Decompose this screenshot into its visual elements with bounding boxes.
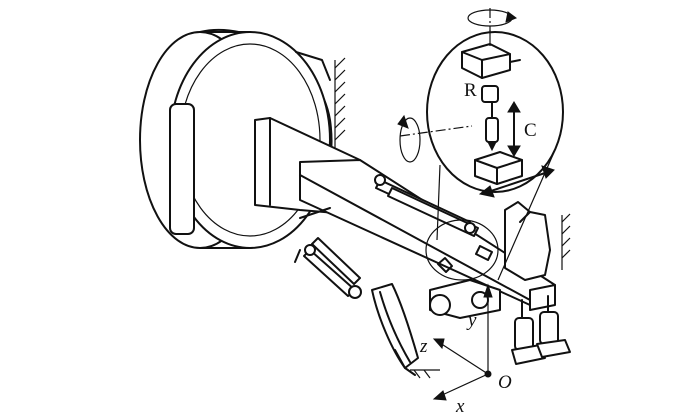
- label-r: R: [464, 80, 477, 101]
- label-c: C: [524, 120, 537, 141]
- axis-label-z: z: [419, 336, 428, 357]
- detail-r-block: [461, 30, 521, 79]
- spindle-head: [425, 219, 501, 319]
- main-beam: [299, 159, 556, 311]
- drum-slot: [169, 103, 195, 235]
- rotation-arrow-left: [397, 114, 473, 163]
- parallel-struts: [294, 174, 479, 299]
- rotation-arrow-top: [467, 8, 518, 32]
- workpiece-right: [504, 201, 571, 281]
- axis-label-x: x: [455, 396, 465, 413]
- origin-label: O: [498, 372, 512, 393]
- support-legs: [511, 295, 571, 365]
- wall-hatching-left: [334, 57, 346, 160]
- blade-workpiece: [371, 283, 440, 379]
- origin-point: [484, 370, 492, 378]
- detail-table-block: [474, 151, 555, 198]
- detail-spindle: [481, 85, 499, 152]
- detail-c-arrow: [507, 101, 521, 157]
- axis-label-y: y: [466, 310, 477, 331]
- coordinate-frame: [432, 283, 493, 401]
